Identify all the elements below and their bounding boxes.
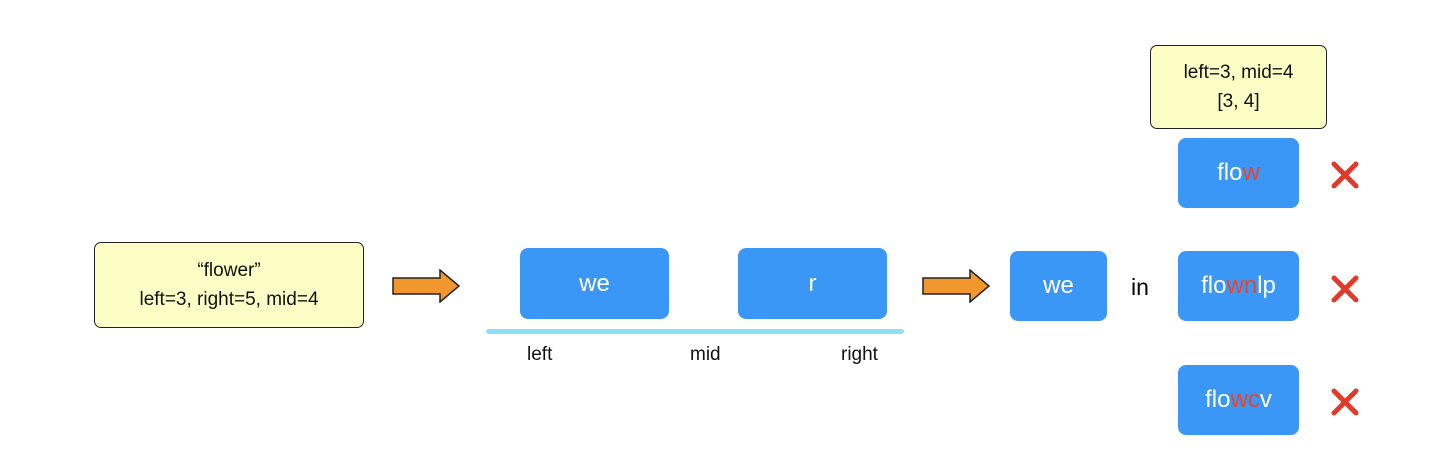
top-note-range: [3, 4] <box>1217 91 1260 112</box>
right-half-text: r <box>808 269 817 297</box>
candidate-box: flow <box>1178 138 1299 208</box>
start-note-word: “flower” <box>197 260 261 281</box>
candidate-text: flownlp <box>1201 272 1276 299</box>
candidate-box: flowcv <box>1178 365 1299 435</box>
candidate-text: flowcv <box>1205 386 1272 413</box>
cross-icon <box>1331 161 1359 189</box>
start-note: “flower” left=3, right=5, mid=4 <box>94 242 364 328</box>
mid-label: mid <box>690 344 721 365</box>
in-label: in <box>1131 274 1149 300</box>
range-line <box>486 329 904 334</box>
cross-icon <box>1331 388 1359 416</box>
right-arrow-icon <box>392 269 460 303</box>
left-half-box: we <box>520 248 669 319</box>
start-note-indices: left=3, right=5, mid=4 <box>139 289 319 310</box>
cross-icon <box>1331 275 1359 303</box>
candidate-text: flow <box>1217 159 1260 186</box>
left-half-text: we <box>579 269 610 297</box>
substring-box: we <box>1010 251 1107 321</box>
substring-text: we <box>1043 272 1074 299</box>
right-label: right <box>841 344 878 365</box>
right-arrow-icon <box>922 269 990 303</box>
left-label: left <box>527 344 553 365</box>
top-note: left=3, mid=4 [3, 4] <box>1150 45 1327 129</box>
right-half-box: r <box>738 248 887 319</box>
top-note-indices: left=3, mid=4 <box>1183 62 1294 83</box>
candidate-box: flownlp <box>1178 251 1299 321</box>
